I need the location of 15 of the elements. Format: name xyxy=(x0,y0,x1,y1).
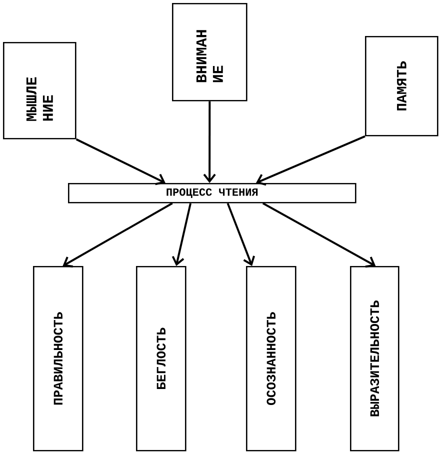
concept-box: ПРАВИЛЬНОСТЬ xyxy=(33,266,84,452)
concept-box: ВНИМАН ИЕ xyxy=(172,3,248,102)
arrow xyxy=(76,138,166,186)
concept-box: БЕГЛОСТЬ xyxy=(136,266,186,452)
arrow xyxy=(62,202,173,268)
arrow xyxy=(256,135,366,186)
arrow xyxy=(203,101,216,183)
arrow xyxy=(226,202,255,266)
arrow xyxy=(172,203,192,266)
concept-box: ПАМЯТЬ xyxy=(365,36,438,136)
concept-box: ВЫРАЗИТЕЛЬНОСТЬ xyxy=(350,266,400,452)
process-box: ПРОЦЕСС ЧТЕНИЯ xyxy=(68,183,356,204)
arrow xyxy=(262,202,376,268)
concept-box: ОСОЗНАННОСТЬ xyxy=(246,266,296,452)
concept-box: МЫШЛЕ НИЕ xyxy=(3,42,76,140)
